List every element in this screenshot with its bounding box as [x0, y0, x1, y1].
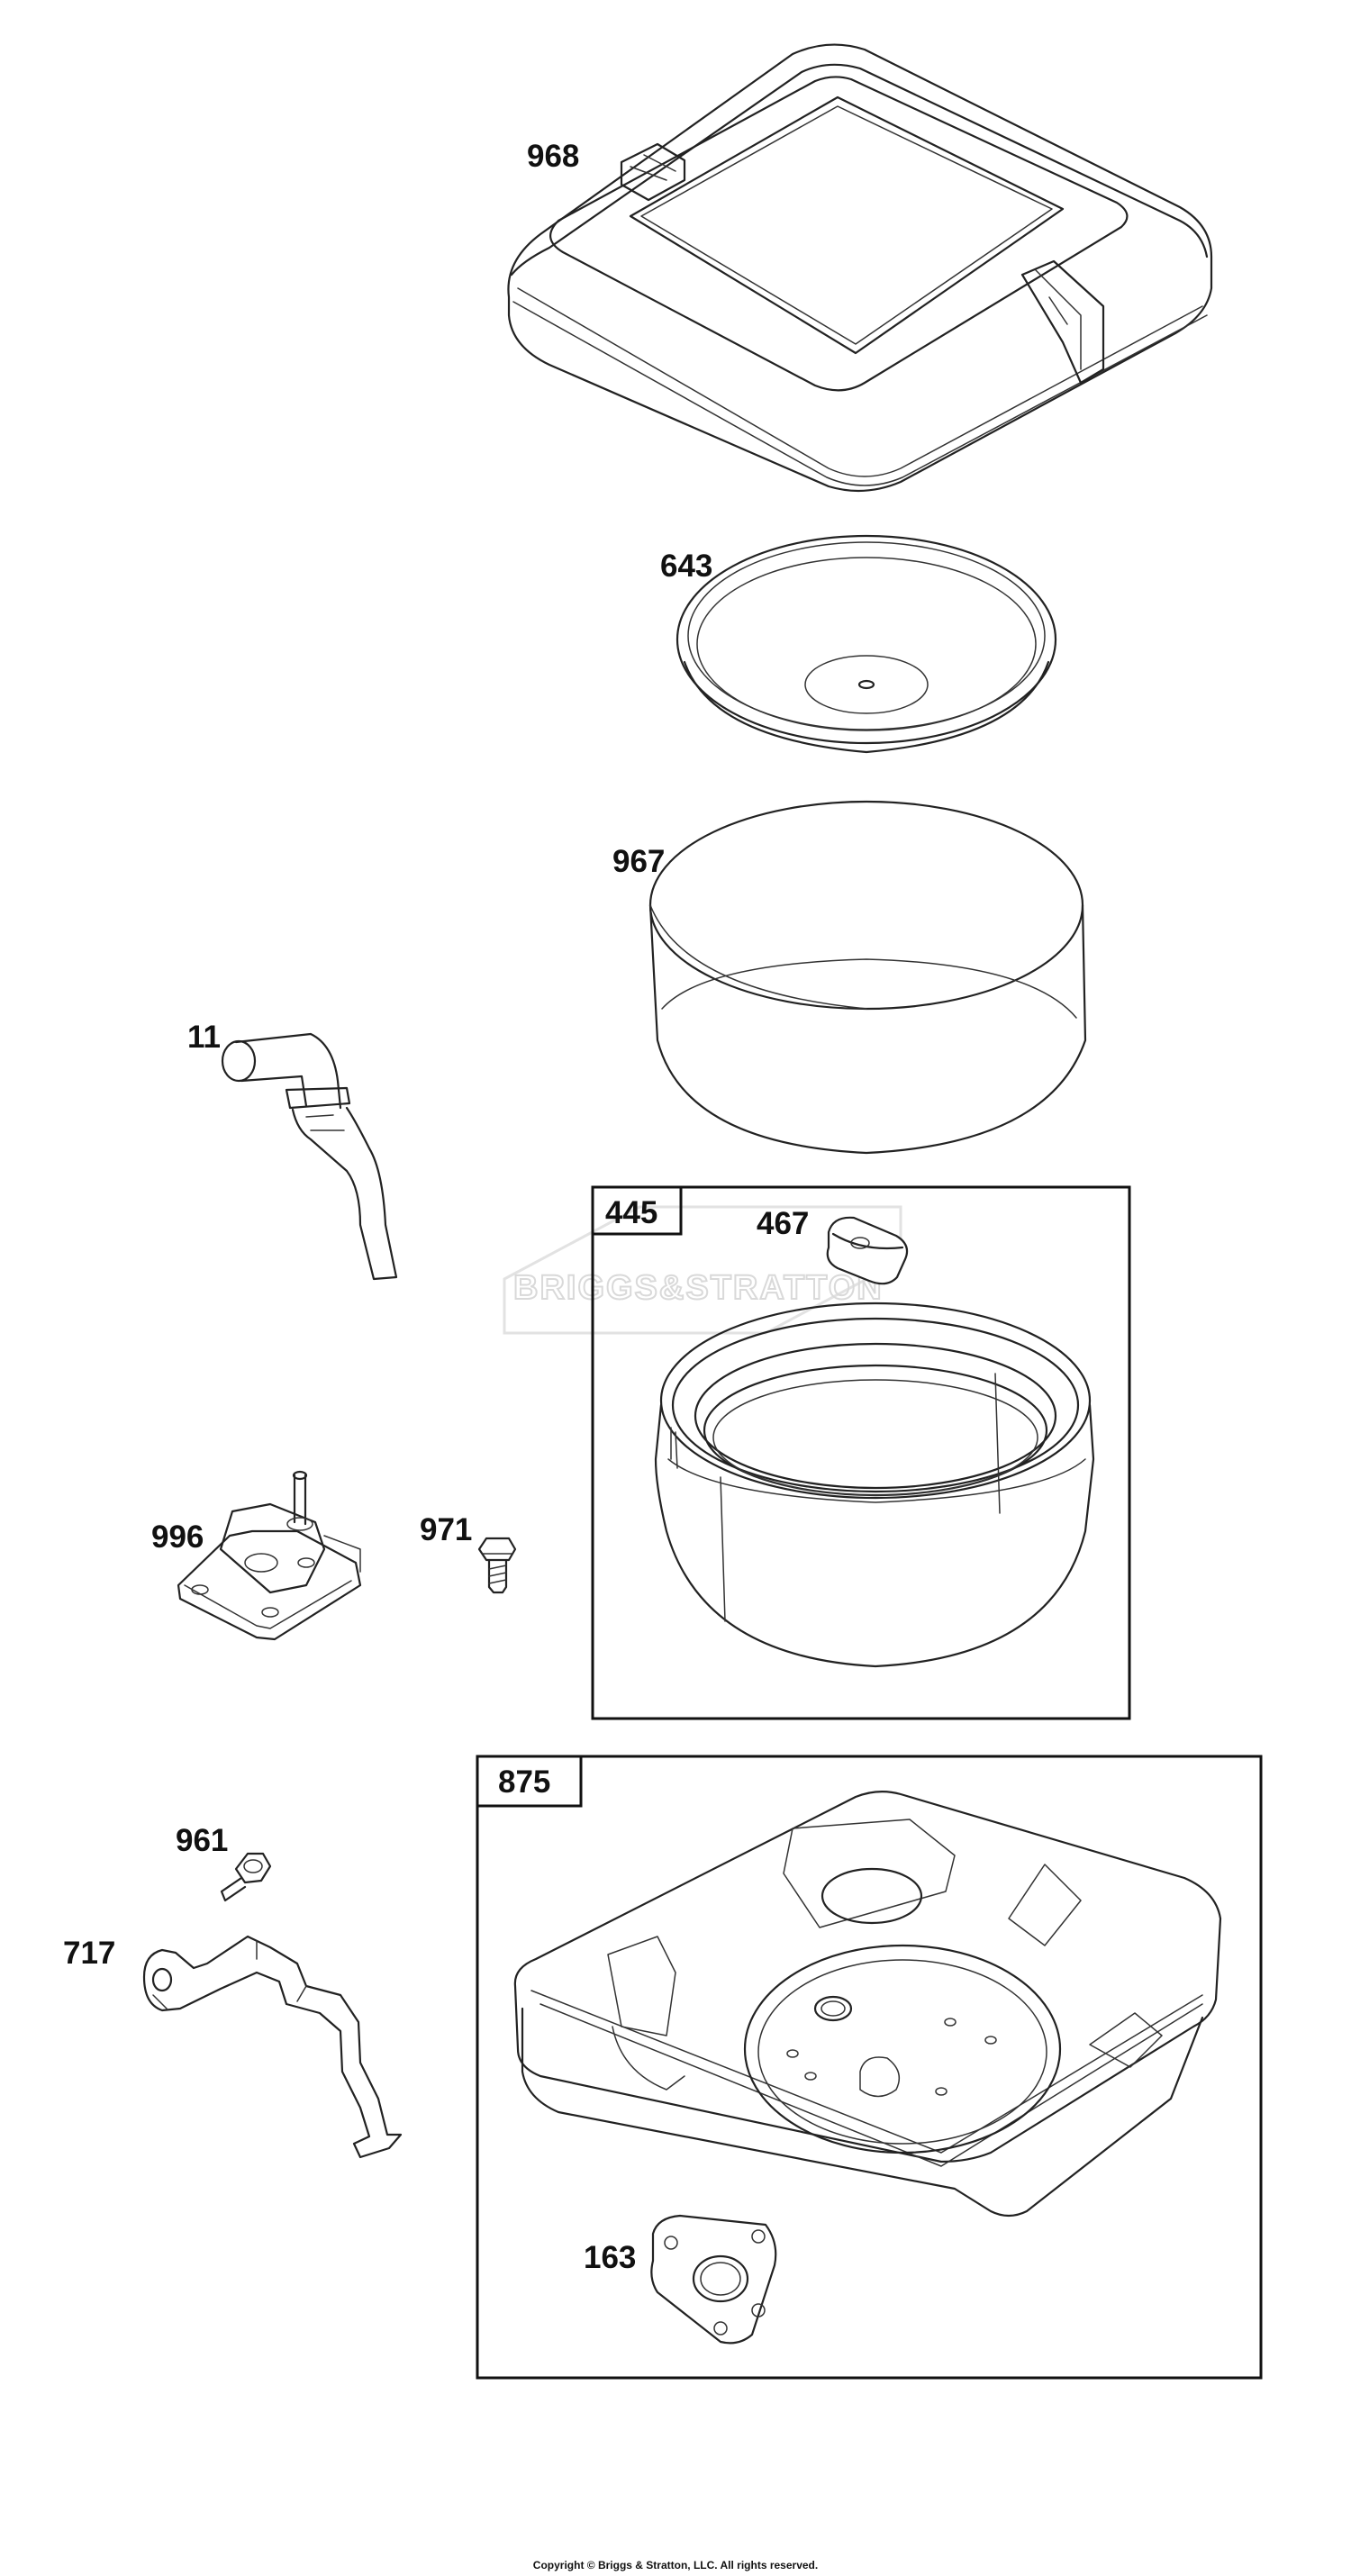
label-961: 961 — [176, 1823, 228, 1858]
label-163: 163 — [584, 2240, 636, 2275]
copyright-text: Copyright © Briggs & Stratton, LLC. All … — [533, 2559, 818, 2571]
part-968-cover[interactable] — [507, 43, 1213, 493]
part-875-base[interactable] — [513, 1791, 1222, 2218]
label-996: 996 — [151, 1519, 204, 1555]
part-971-screw[interactable] — [477, 1537, 517, 1594]
label-875: 875 — [498, 1764, 550, 1800]
part-717-bracket[interactable] — [142, 1935, 403, 2159]
watermark-text: BRIGGS&STRATTON — [513, 1269, 884, 1307]
label-11: 11 — [187, 1020, 221, 1055]
part-996-choke-bracket[interactable] — [177, 1470, 362, 1641]
label-467: 467 — [757, 1206, 809, 1241]
watermark: BRIGGS&STRATTON — [503, 1205, 902, 1335]
label-box-875 — [476, 1755, 583, 1808]
part-11-breather-tube[interactable] — [221, 1032, 398, 1281]
label-971: 971 — [420, 1512, 472, 1547]
label-box-445 — [591, 1185, 683, 1236]
part-445-filter[interactable] — [654, 1302, 1095, 1668]
part-467-wing-nut[interactable] — [826, 1216, 909, 1285]
label-968: 968 — [527, 139, 579, 174]
label-717: 717 — [63, 1936, 115, 1971]
label-445: 445 — [605, 1195, 657, 1230]
part-163-gasket[interactable] — [650, 2214, 777, 2345]
label-967: 967 — [612, 844, 665, 879]
part-967-band[interactable] — [648, 800, 1087, 1155]
group-box-445 — [591, 1185, 1131, 1720]
part-961-screw[interactable] — [220, 1852, 272, 1902]
part-643-cup[interactable] — [676, 534, 1057, 754]
label-643: 643 — [660, 549, 712, 584]
group-box-875 — [476, 1755, 1263, 2380]
